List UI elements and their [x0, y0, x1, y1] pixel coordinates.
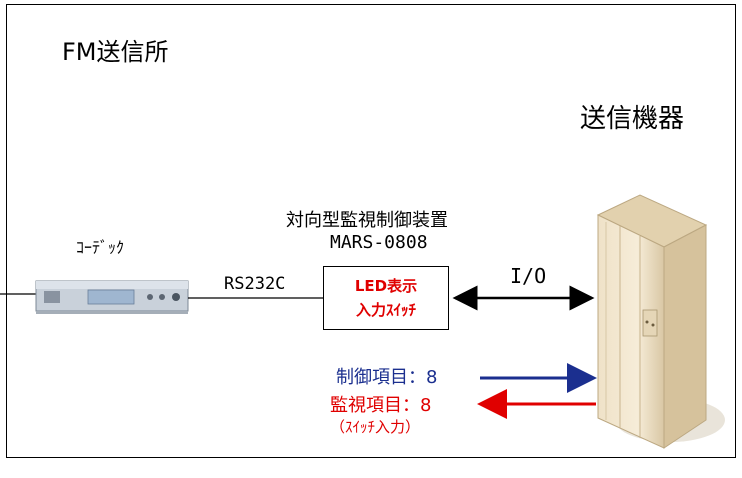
monitor-items-sublabel: （ｽｲｯﾁ入力） [330, 418, 421, 436]
led-display-label: LED表示 [354, 277, 418, 295]
serial-label: RS232C [224, 274, 286, 294]
control-items-label: 制御項目：8 [336, 367, 438, 388]
diagram-frame [6, 4, 736, 458]
monitor-control-device-box: LED表示 入力ｽｲｯﾁ [323, 266, 449, 330]
site-label: FM送信所 [62, 38, 169, 66]
equipment-label: 送信機器 [580, 104, 685, 134]
codec-label: ｺｰﾃﾞｯｸ [76, 238, 125, 257]
transmitter-cabinet-image [596, 194, 725, 449]
device-title: 対向型監視制御装置 [286, 210, 448, 231]
io-label: I/O [510, 264, 547, 288]
device-model: MARS-0808 [330, 232, 428, 253]
monitor-items-label: 監視項目：8 [330, 395, 432, 416]
codec-unit-image [35, 280, 189, 314]
input-switch-label: 入力ｽｲｯﾁ [355, 301, 416, 319]
